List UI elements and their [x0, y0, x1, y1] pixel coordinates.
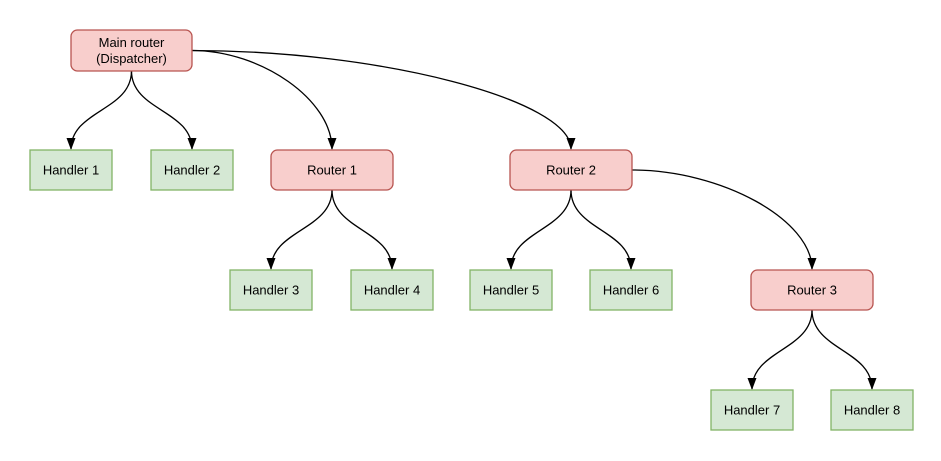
- node-handler-6: Handler 6: [589, 269, 673, 311]
- node-router-2: Router 2: [509, 149, 633, 191]
- node-main-router: Main router(Dispatcher): [70, 29, 193, 72]
- handler-7-label: Handler 7: [724, 403, 780, 418]
- handler-4-label: Handler 4: [364, 283, 420, 298]
- handler-6-label: Handler 6: [603, 283, 659, 298]
- handler-1-box: [29, 149, 113, 191]
- handler-6-box: [589, 269, 673, 311]
- node-router-1: Router 1: [270, 149, 394, 191]
- router-2-label: Router 2: [546, 163, 596, 178]
- edge-main-router-to-router-2: [191, 49, 576, 150]
- handler-8-label: Handler 8: [844, 403, 900, 418]
- handler-5-box: [469, 269, 553, 311]
- main-router-box: [70, 29, 193, 72]
- router-2-box: [509, 149, 633, 191]
- node-router-3: Router 3: [750, 269, 874, 311]
- router-3-box: [750, 269, 874, 311]
- handler-2-label: Handler 2: [164, 163, 220, 178]
- node-handler-3: Handler 3: [229, 269, 313, 311]
- edge-router-3-to-handler-8: [811, 309, 877, 390]
- node-handler-5: Handler 5: [469, 269, 553, 311]
- router-3-label: Router 3: [787, 283, 837, 298]
- handler-5-label: Handler 5: [483, 283, 539, 298]
- edge-router-1-to-handler-3: [266, 189, 333, 270]
- edge-router-2-to-router-3: [631, 169, 817, 270]
- handler-1-label: Handler 1: [43, 163, 99, 178]
- handler-4-box: [350, 269, 434, 311]
- edge-router-2-to-handler-6: [570, 189, 636, 270]
- router-1-box: [270, 149, 394, 191]
- handler-8-box: [830, 389, 914, 431]
- edge-main-router-to-router-1: [191, 49, 337, 150]
- main-router-label: Main router(Dispatcher): [96, 35, 167, 66]
- edge-main-router-to-handler-2: [130, 70, 197, 150]
- edge-router-2-to-handler-5: [506, 189, 572, 270]
- edge-router-1-to-handler-4: [331, 189, 397, 270]
- router-1-label: Router 1: [307, 163, 357, 178]
- handler-2-box: [150, 149, 234, 191]
- node-handler-8: Handler 8: [830, 389, 914, 431]
- edge-router-3-to-handler-7: [747, 309, 813, 390]
- handler-3-box: [229, 269, 313, 311]
- handler-3-label: Handler 3: [243, 283, 299, 298]
- handler-7-box: [710, 389, 794, 431]
- node-handler-1: Handler 1: [29, 149, 113, 191]
- node-handler-4: Handler 4: [350, 269, 434, 311]
- node-handler-7: Handler 7: [710, 389, 794, 431]
- edge-main-router-to-handler-1: [66, 70, 133, 150]
- node-handler-2: Handler 2: [150, 149, 234, 191]
